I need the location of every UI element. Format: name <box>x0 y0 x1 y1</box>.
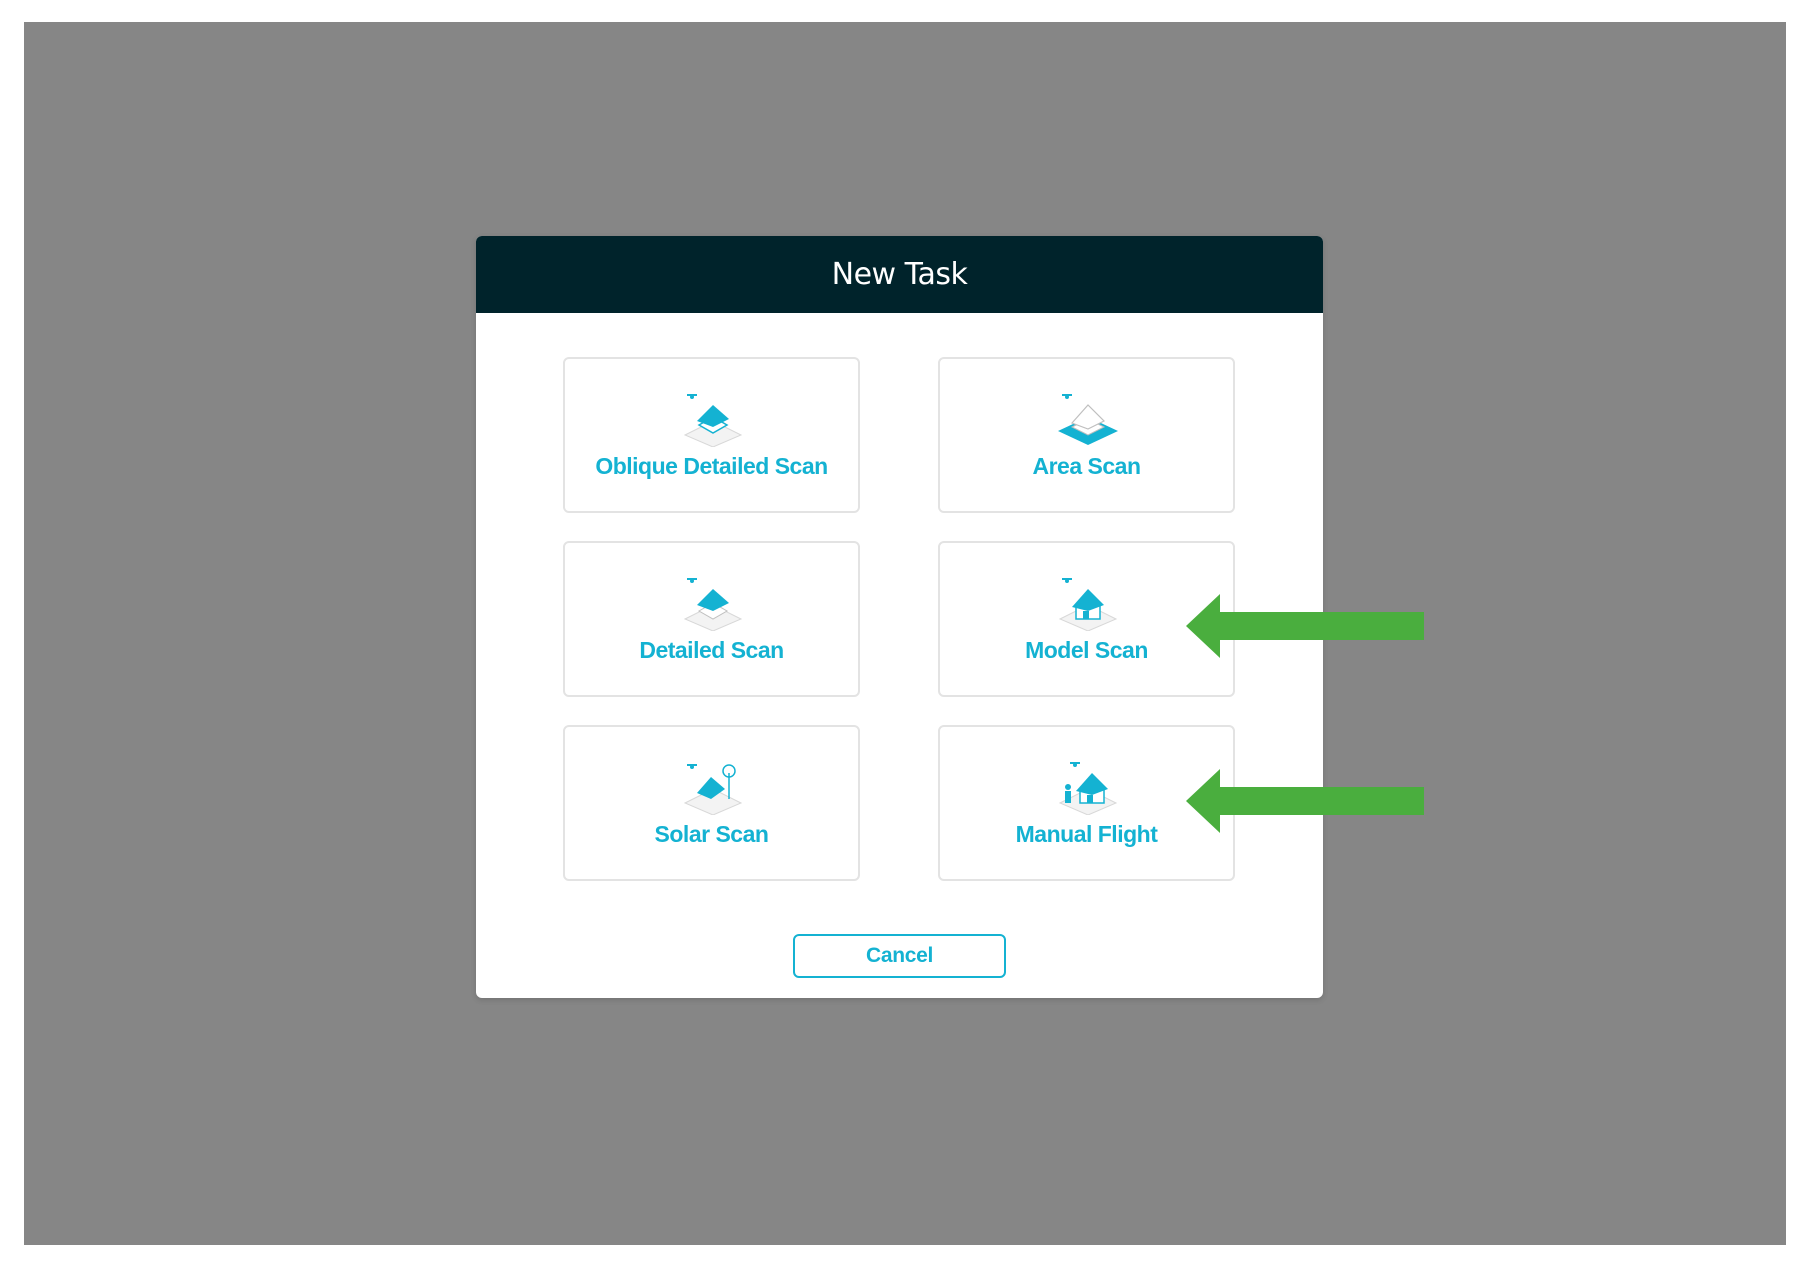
oblique-detailed-scan-icon <box>677 391 747 447</box>
oblique-detailed-scan-option[interactable]: Oblique Detailed Scan <box>563 357 860 513</box>
solar-scan-icon <box>677 759 747 815</box>
new-task-dialog: New Task Oblique Detailed Scan <box>476 236 1323 998</box>
manual-flight-pointer-arrow <box>1186 769 1424 833</box>
task-label: Model Scan <box>1025 636 1148 663</box>
cancel-button[interactable]: Cancel <box>793 934 1006 978</box>
task-options-grid: Oblique Detailed Scan Area Scan <box>563 357 1235 881</box>
manual-flight-icon <box>1052 759 1122 815</box>
task-label: Area Scan <box>1032 452 1141 479</box>
model-scan-icon <box>1052 575 1122 631</box>
task-label: Manual Flight <box>1015 820 1158 847</box>
detailed-scan-option[interactable]: Detailed Scan <box>563 541 860 697</box>
area-scan-option[interactable]: Area Scan <box>938 357 1235 513</box>
dialog-title: New Task <box>476 236 1323 313</box>
solar-scan-option[interactable]: Solar Scan <box>563 725 860 881</box>
model-scan-pointer-arrow <box>1186 594 1424 658</box>
model-scan-option[interactable]: Model Scan <box>938 541 1235 697</box>
task-label: Detailed Scan <box>639 636 784 663</box>
detailed-scan-icon <box>677 575 747 631</box>
task-label: Oblique Detailed Scan <box>595 452 828 479</box>
area-scan-icon <box>1052 391 1122 447</box>
task-label: Solar Scan <box>654 820 769 847</box>
